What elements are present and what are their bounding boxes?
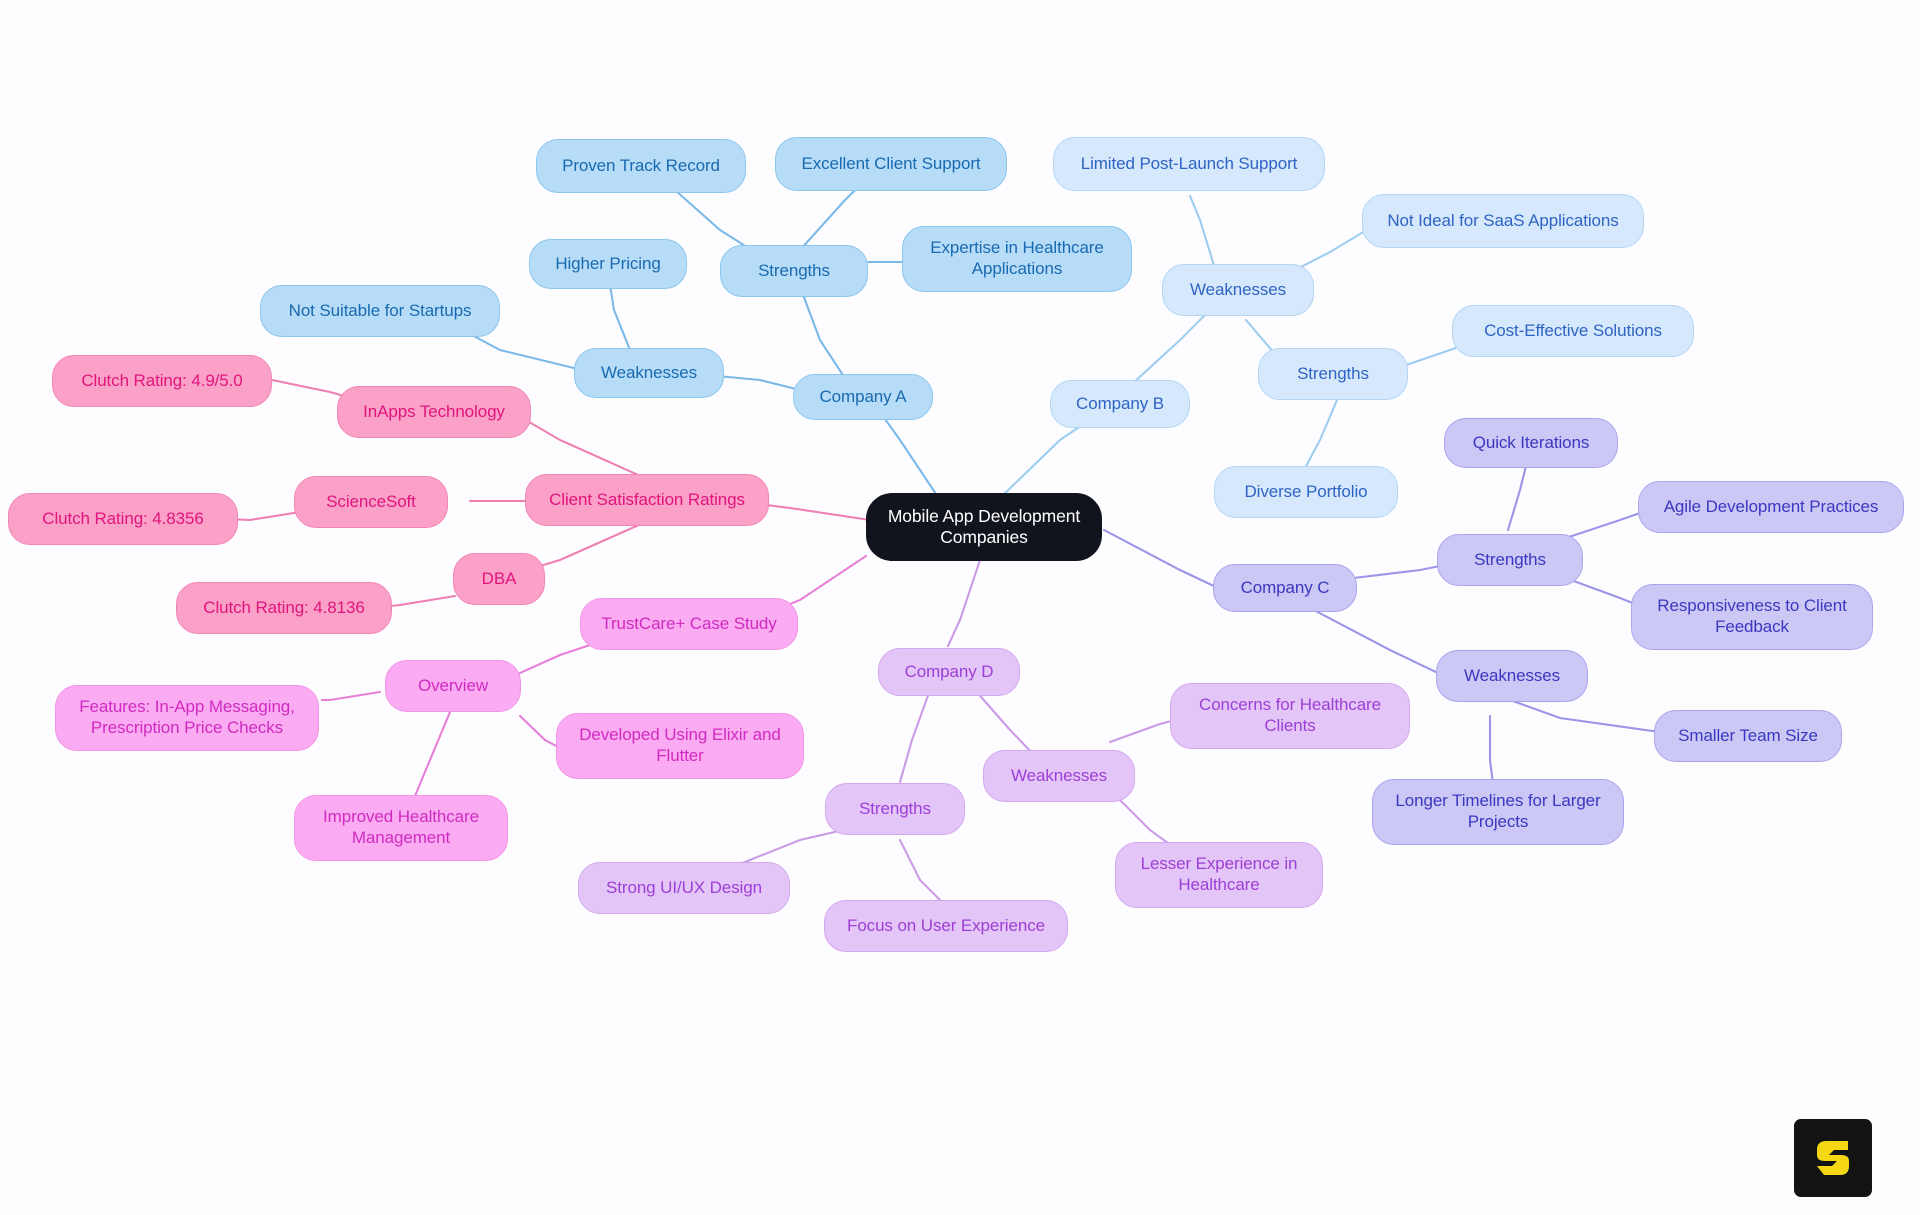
node-company-c-strengths[interactable]: Strengths xyxy=(1437,534,1583,586)
node-strong-uiux-design[interactable]: Strong UI/UX Design xyxy=(578,862,790,914)
node-excellent-client-support[interactable]: Excellent Client Support xyxy=(775,137,1007,191)
node-client-satisfaction-ratings[interactable]: Client Satisfaction Ratings xyxy=(525,474,769,526)
root-node[interactable]: Mobile App Development Companies xyxy=(866,493,1102,561)
node-concerns-for-healthcare-clients[interactable]: Concerns for Healthcare Clients xyxy=(1170,683,1410,749)
node-longer-timelines-larger-projects[interactable]: Longer Timelines for Larger Projects xyxy=(1372,779,1624,845)
node-dba-clutch-rating[interactable]: Clutch Rating: 4.8136 xyxy=(176,582,392,634)
node-developed-using-elixir-flutter[interactable]: Developed Using Elixir and Flutter xyxy=(556,713,804,779)
node-not-suitable-for-startups[interactable]: Not Suitable for Startups xyxy=(260,285,500,337)
node-company-b[interactable]: Company B xyxy=(1050,380,1190,428)
node-inapps-technology[interactable]: InApps Technology xyxy=(337,386,531,438)
node-improved-healthcare-management[interactable]: Improved Healthcare Management xyxy=(294,795,508,861)
node-company-c[interactable]: Company C xyxy=(1213,564,1357,612)
node-company-d[interactable]: Company D xyxy=(878,648,1020,696)
node-limited-post-launch-support[interactable]: Limited Post-Launch Support xyxy=(1053,137,1325,191)
node-proven-track-record[interactable]: Proven Track Record xyxy=(536,139,746,193)
node-smaller-team-size[interactable]: Smaller Team Size xyxy=(1654,710,1842,762)
node-cost-effective-solutions[interactable]: Cost-Effective Solutions xyxy=(1452,305,1694,357)
node-quick-iterations[interactable]: Quick Iterations xyxy=(1444,418,1618,468)
node-lesser-experience-in-healthcare[interactable]: Lesser Experience in Healthcare xyxy=(1115,842,1323,908)
node-company-b-weaknesses[interactable]: Weaknesses xyxy=(1162,264,1314,316)
node-company-c-weaknesses[interactable]: Weaknesses xyxy=(1436,650,1588,702)
brand-logo[interactable] xyxy=(1794,1119,1872,1197)
node-higher-pricing[interactable]: Higher Pricing xyxy=(529,239,687,289)
node-company-a-weaknesses[interactable]: Weaknesses xyxy=(574,348,724,398)
node-sciencesoft-clutch-rating[interactable]: Clutch Rating: 4.8356 xyxy=(8,493,238,545)
node-features-inapp-messaging[interactable]: Features: In-App Messaging, Prescription… xyxy=(55,685,319,751)
node-company-d-strengths[interactable]: Strengths xyxy=(825,783,965,835)
node-inapps-clutch-rating[interactable]: Clutch Rating: 4.9/5.0 xyxy=(52,355,272,407)
node-company-a[interactable]: Company A xyxy=(793,374,933,420)
node-focus-on-user-experience[interactable]: Focus on User Experience xyxy=(824,900,1068,952)
node-trustcare-case-study[interactable]: TrustCare+ Case Study xyxy=(580,598,798,650)
logo-s-icon xyxy=(1817,1141,1849,1175)
node-dba[interactable]: DBA xyxy=(453,553,545,605)
node-company-b-strengths[interactable]: Strengths xyxy=(1258,348,1408,400)
node-agile-development-practices[interactable]: Agile Development Practices xyxy=(1638,481,1904,533)
node-not-ideal-for-saas[interactable]: Not Ideal for SaaS Applications xyxy=(1362,194,1644,248)
node-company-a-strengths[interactable]: Strengths xyxy=(720,245,868,297)
node-diverse-portfolio[interactable]: Diverse Portfolio xyxy=(1214,466,1398,518)
node-sciencesoft[interactable]: ScienceSoft xyxy=(294,476,448,528)
node-expertise-healthcare-applications[interactable]: Expertise in Healthcare Applications xyxy=(902,226,1132,292)
node-responsiveness-to-client-feedback[interactable]: Responsiveness to Client Feedback xyxy=(1631,584,1873,650)
node-company-d-weaknesses[interactable]: Weaknesses xyxy=(983,750,1135,802)
node-overview[interactable]: Overview xyxy=(385,660,521,712)
